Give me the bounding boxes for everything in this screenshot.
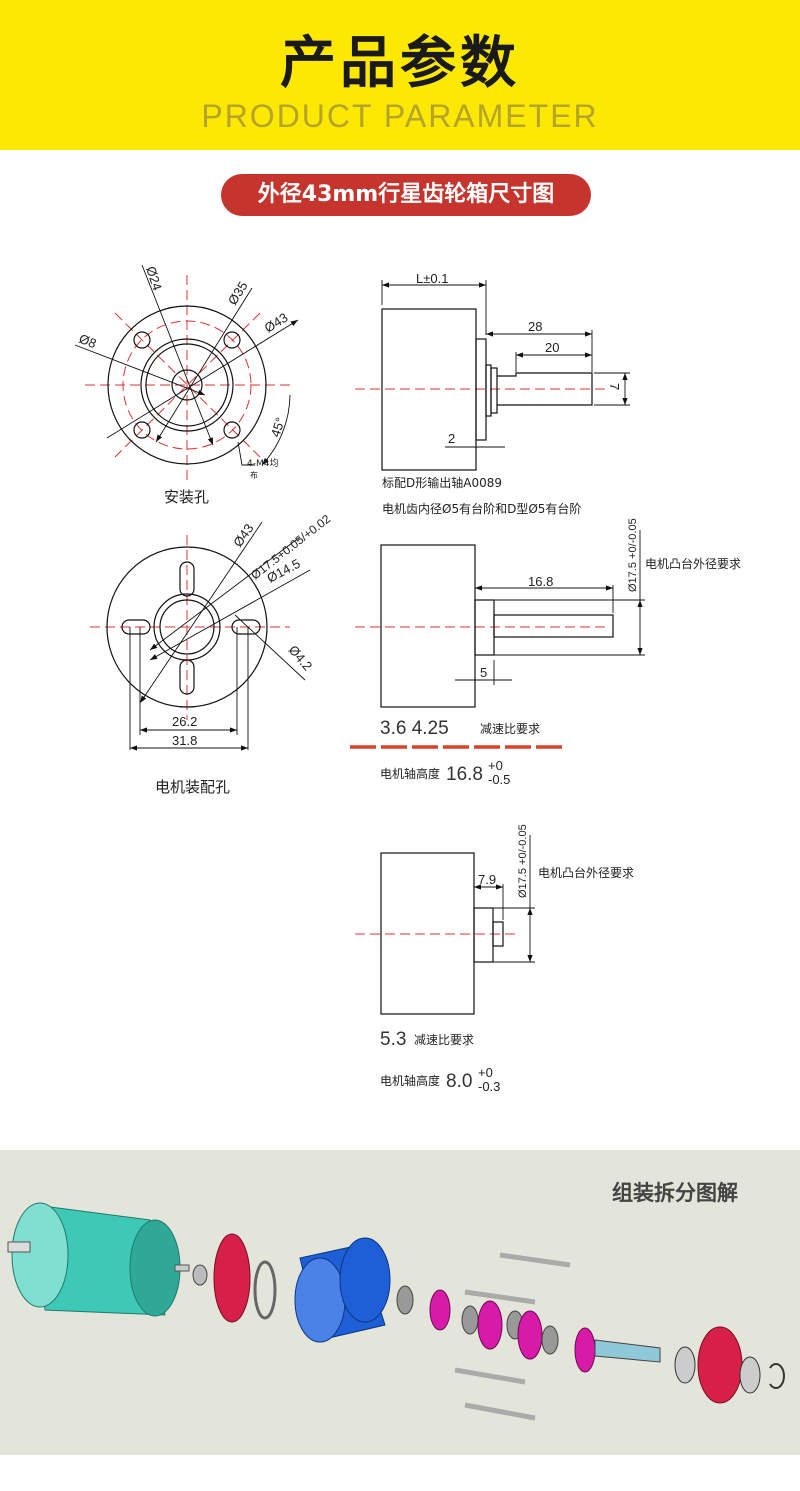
blue-housing (294, 1237, 391, 1343)
ratio-values: 3.6 4.25 (380, 718, 449, 739)
dim-d43: Ø43 (262, 310, 291, 336)
dim-20: 20 (545, 340, 559, 355)
dim-5: 5 (480, 665, 487, 680)
dim-16-8: 16.8 (528, 574, 553, 589)
boss-note: 电机凸台外径要求 (645, 556, 741, 571)
motor (7, 1202, 190, 1317)
dim-L: L±0.1 (416, 271, 448, 286)
dim-d24: Ø24 (143, 264, 165, 292)
dim-angle: 45° (268, 416, 288, 439)
shaft-height-value-3: 8.0 (446, 1071, 472, 1092)
mount-holes-drawing: Ø24 Ø35 Ø43 Ø8 45° 4-M4均 布 安装孔 (74, 264, 299, 506)
header-banner: 产品参数 PRODUCT PARAMETER (0, 0, 800, 150)
dim-d8: Ø8 (77, 331, 99, 351)
side-view-3: 7.9 Ø17.5 +0/-0.05 电机凸台外径要求 5.3 减速比要求 电机… (355, 824, 634, 1094)
tol-up-3: +0 (478, 1065, 493, 1080)
dim-2: 2 (448, 431, 455, 446)
page-subtitle: PRODUCT PARAMETER (201, 98, 599, 134)
page-title: 产品参数 (280, 31, 520, 96)
screws (454, 1252, 571, 1421)
shaft-note: 标配D形输出轴A0089 (382, 475, 502, 490)
motor-holes-drawing: Ø43 Ø17.5+0.05/+0.02 Ø14.5 Ø4.2 26.2 31.… (90, 512, 333, 796)
shaft-height-label: 电机轴高度 (380, 766, 440, 781)
shaft-height-label-3: 电机轴高度 (380, 1073, 440, 1088)
ratio-values-3: 5.3 (380, 1029, 406, 1050)
hole-note-2: 布 (250, 470, 258, 480)
washer (253, 1260, 277, 1320)
gear-bore-note: 电机齿内径Ø5有台阶和D型Ø5有台阶 (382, 501, 581, 516)
dim-31-8: 31.8 (172, 733, 197, 748)
dim-d17-5-c: Ø17.5 +0/-0.05 (517, 824, 529, 898)
shaft-height-value: 16.8 (446, 764, 483, 785)
exploded-view-panel: 组装拆分图解 (0, 1150, 800, 1455)
boss-note-3: 电机凸台外径要求 (538, 865, 634, 880)
ratio-label: 减速比要求 (480, 722, 540, 736)
output-shaft (594, 1339, 661, 1363)
dim-d35: Ø35 (225, 279, 251, 308)
technical-drawings: Ø24 Ø35 Ø43 Ø8 45° 4-M4均 布 安装孔 Ø43 Ø17.5… (74, 264, 741, 1094)
planet-gears (396, 1285, 596, 1373)
tol-down: -0.5 (488, 772, 510, 787)
side-view-2: 16.8 5 Ø17.5 +0/-0.05 电机凸台外径要求 3.6 4.25 … (350, 518, 741, 787)
tol-up: +0 (488, 758, 503, 773)
red-flange (213, 1233, 251, 1323)
mount-holes-caption: 安装孔 (164, 488, 209, 506)
dim-d17-5-b: Ø17.5 +0/-0.05 (627, 518, 639, 592)
dim-28: 28 (528, 319, 542, 334)
ratio-label-3: 减速比要求 (414, 1033, 474, 1047)
section-badge: 外径43mm行星齿轮箱尺寸图 (221, 174, 591, 216)
motor-holes-caption: 电机装配孔 (155, 778, 230, 796)
dim-26-2: 26.2 (172, 714, 197, 729)
side-view-1: L±0.1 28 20 7 2 标配D形输出轴A0089 电机齿内径Ø5有台阶和… (355, 271, 630, 516)
dim-7-9: 7.9 (478, 872, 496, 887)
dim-7: 7 (607, 383, 622, 390)
pinion-gear (192, 1264, 208, 1286)
bearings (674, 1326, 785, 1404)
exploded-view-title: 组装拆分图解 (612, 1181, 738, 1205)
exploded-view-illustration (7, 1202, 785, 1421)
hole-note: 4-M4均 (247, 457, 278, 469)
dim-d4-2: Ø4.2 (286, 642, 316, 673)
tol-down-3: -0.3 (478, 1079, 500, 1094)
